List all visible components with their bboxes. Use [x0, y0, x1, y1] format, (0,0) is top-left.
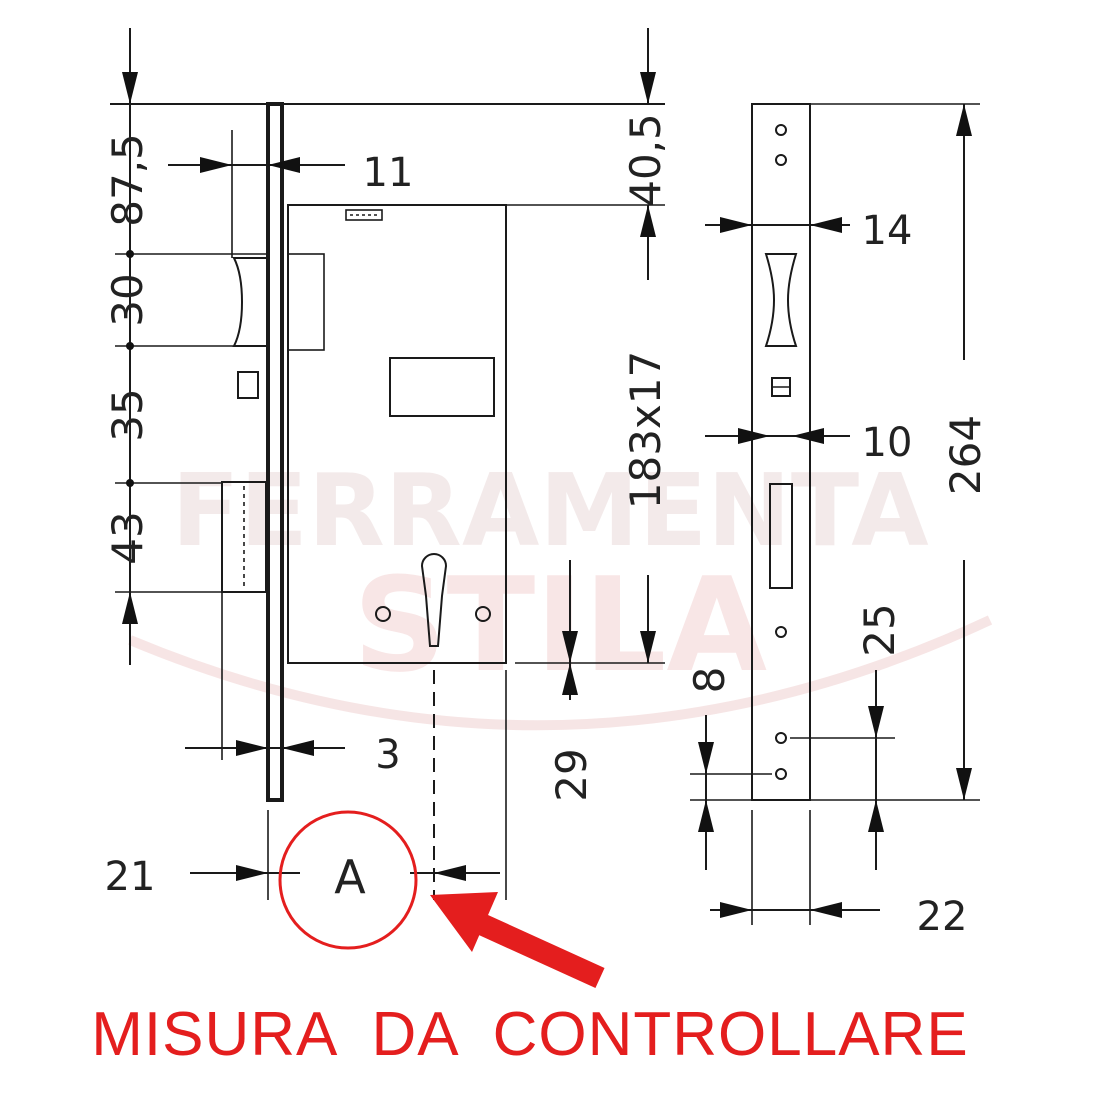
measure-A-circle	[278, 810, 418, 950]
dim-40-5: 40,5	[621, 113, 670, 207]
dim-87-5: 87,5	[103, 133, 152, 227]
callout-text: MISURA DA CONTROLLARE	[91, 1000, 968, 1069]
watermark-line2: STILA	[353, 549, 767, 701]
watermark-line1: FERRAMENTA	[171, 452, 928, 569]
lock-body-mark	[345, 209, 383, 221]
body-window	[389, 357, 495, 417]
watermark: FERRAMENTA STILA	[128, 452, 993, 731]
cylinder-hole	[420, 553, 448, 647]
measure-A-label: A	[334, 850, 366, 904]
latch-bolt	[232, 257, 269, 347]
faceplate-front-view	[751, 103, 811, 801]
screw-hole-right	[475, 606, 491, 622]
dim-8: 8	[685, 667, 734, 694]
screw-hole-left	[375, 606, 391, 622]
dim-30: 30	[103, 273, 152, 326]
dim-14: 14	[862, 208, 913, 254]
latch-housing	[287, 253, 325, 351]
callout-arrow	[430, 892, 605, 989]
lock-body	[287, 204, 507, 664]
dim-25: 25	[855, 603, 904, 656]
faceplate-latch-opening	[764, 253, 798, 347]
dim-29: 29	[547, 748, 596, 801]
lock-side-view	[221, 102, 507, 900]
dim-183x17: 183x17	[621, 351, 670, 509]
dim-10: 10	[862, 420, 913, 466]
dim-3: 3	[375, 732, 400, 778]
dim-22: 22	[917, 894, 968, 940]
faceplate-outline	[751, 103, 811, 801]
dim-11: 11	[363, 150, 414, 196]
dim-21: 21	[105, 854, 156, 900]
faceplate-bolt-opening	[769, 483, 793, 589]
deadbolt	[221, 481, 267, 593]
small-bolt	[237, 371, 259, 399]
dim-43: 43	[103, 511, 152, 564]
dim-35: 35	[103, 388, 152, 441]
dim-264: 264	[941, 415, 990, 495]
